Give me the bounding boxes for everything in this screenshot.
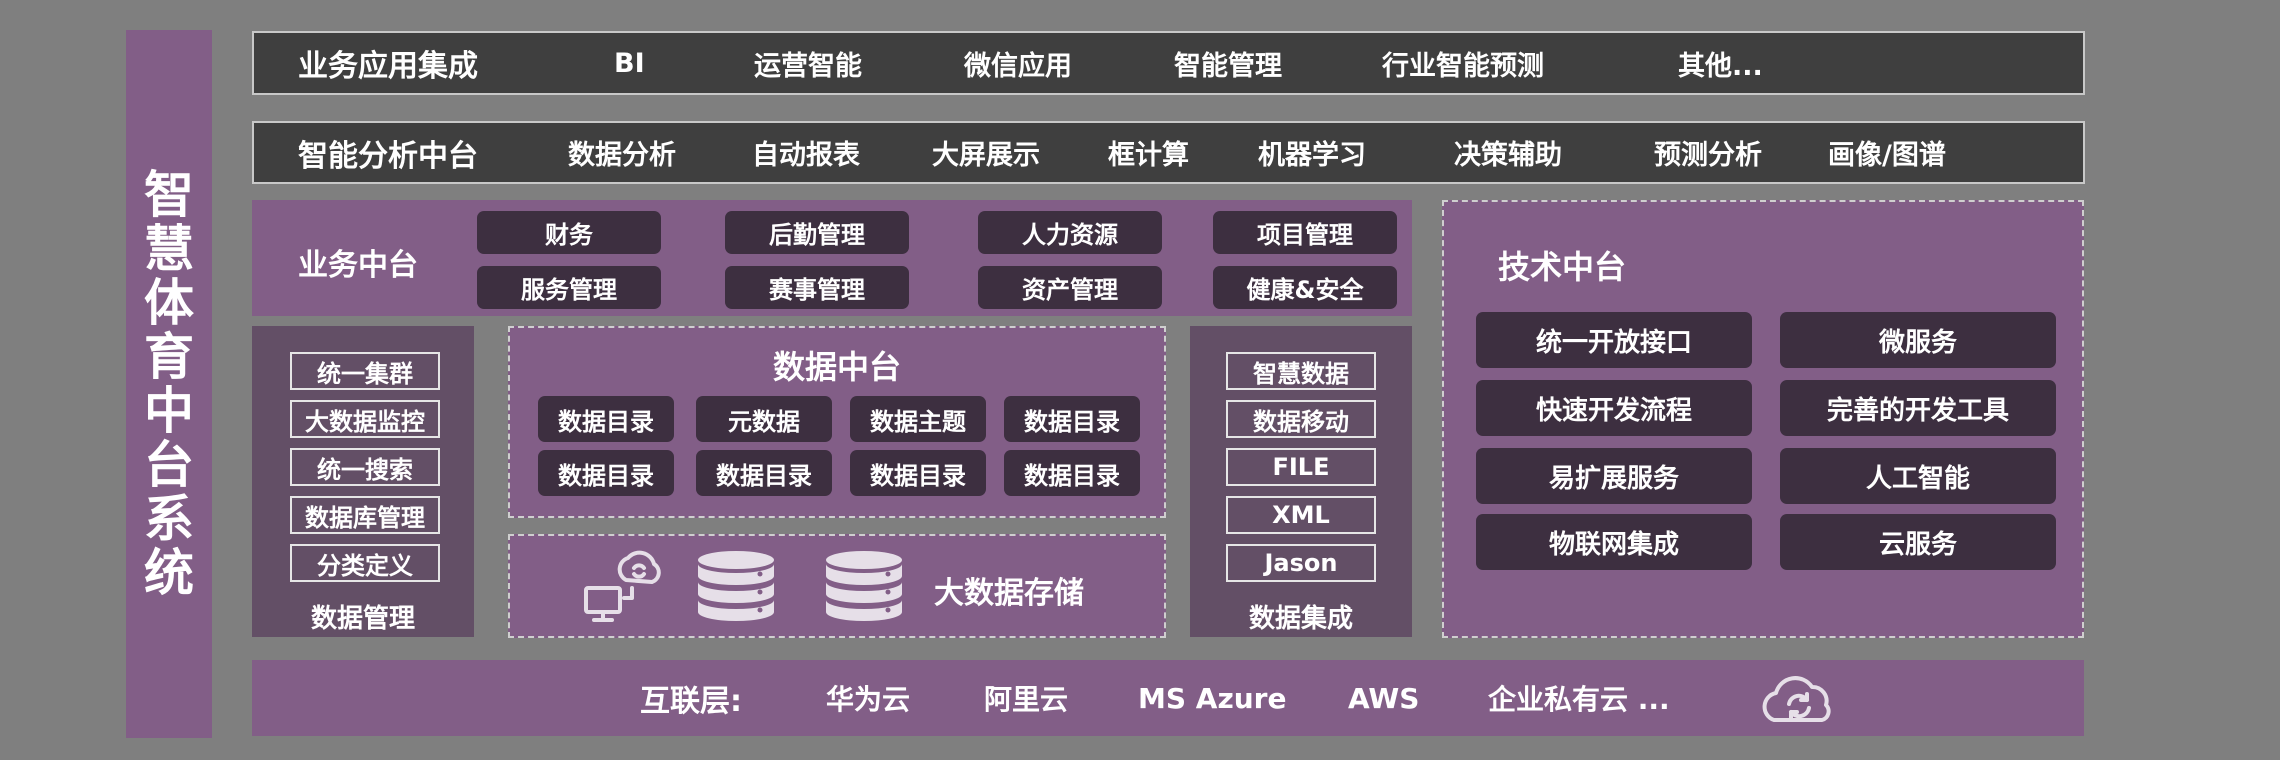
database-icon: [826, 551, 902, 621]
business-item: 后勤管理: [725, 211, 909, 254]
business-item: 人力资源: [978, 211, 1162, 254]
analysis-row-title: 智能分析中台: [298, 138, 478, 174]
database-icon: [698, 551, 774, 621]
analysis-row: 智能分析中台 数据分析 自动报表 大屏展示 框计算 机器学习 决策辅助 预测分析…: [252, 121, 2085, 184]
app-row-item: 微信应用: [964, 50, 1072, 82]
system-title-char: 统: [144, 544, 194, 602]
system-title: 智 慧 体 育 中 台 系 统: [126, 30, 212, 738]
internet-layer-title: 互联层:: [640, 684, 742, 719]
app-row-item: 其他...: [1678, 50, 1763, 82]
app-row-item: 智能管理: [1174, 50, 1282, 82]
business-item: 财务: [477, 211, 661, 254]
system-title-char: 体: [144, 274, 194, 332]
business-center: 业务中台 财务 后勤管理 人力资源 项目管理 服务管理 赛事管理 资产管理 健康…: [252, 200, 1412, 316]
data-center-item: 数据目录: [538, 450, 674, 496]
business-item: 资产管理: [978, 266, 1162, 309]
tech-center-title: 技术中台: [1498, 248, 1627, 286]
business-item: 健康&安全: [1213, 266, 1397, 309]
storage-label: 大数据存储: [934, 576, 1084, 611]
system-title-char: 育: [144, 328, 194, 386]
data-center-item: 数据目录: [1004, 396, 1140, 442]
analysis-row-item: 大屏展示: [932, 140, 1040, 171]
data-integration-item: Jason: [1226, 544, 1376, 582]
data-center-item: 数据目录: [850, 450, 986, 496]
data-center-item: 数据目录: [696, 450, 832, 496]
data-center-title: 数据中台: [772, 348, 901, 386]
business-item: 服务管理: [477, 266, 661, 309]
data-center-item: 元数据: [696, 396, 832, 442]
data-center-item: 数据目录: [1004, 450, 1140, 496]
system-title-char: 慧: [144, 220, 194, 278]
data-mgmt-item: 数据库管理: [290, 496, 440, 534]
data-integration-item: 智慧数据: [1226, 352, 1376, 390]
cloud-provider: AWS: [1348, 681, 1420, 715]
internet-layer: 互联层: 华为云 阿里云 MS Azure AWS 企业私有云 ...: [252, 660, 2084, 736]
data-mgmt-item: 分类定义: [290, 544, 440, 582]
tech-item: 人工智能: [1780, 448, 2056, 504]
data-integration-item: FILE: [1226, 448, 1376, 486]
system-title-char: 系: [144, 490, 194, 548]
data-integration-item: 数据移动: [1226, 400, 1376, 438]
analysis-row-item: 框计算: [1108, 140, 1189, 171]
analysis-row-item: 机器学习: [1258, 140, 1366, 171]
data-mgmt-item: 大数据监控: [290, 400, 440, 438]
analysis-row-item: 数据分析: [568, 140, 676, 171]
system-title-char: 台: [144, 436, 194, 494]
app-row-item: 行业智能预测: [1382, 50, 1544, 82]
tech-item: 物联网集成: [1476, 514, 1752, 570]
data-center: 数据中台 数据目录 元数据 数据主题 数据目录 数据目录 数据目录 数据目录 数…: [508, 326, 1166, 518]
app-row-title: 业务应用集成: [298, 49, 478, 84]
data-mgmt-item: 统一集群: [290, 352, 440, 390]
tech-item: 微服务: [1780, 312, 2056, 368]
analysis-row-item: 画像/图谱: [1828, 140, 1946, 171]
cloud-provider: 企业私有云 ...: [1488, 683, 1670, 716]
data-integration-item: XML: [1226, 496, 1376, 534]
data-integration: 智慧数据 数据移动 FILE XML Jason 数据集成: [1190, 326, 1412, 637]
business-item: 项目管理: [1213, 211, 1397, 254]
cloud-provider: 阿里云: [984, 683, 1069, 716]
business-item: 赛事管理: [725, 266, 909, 309]
tech-item: 快速开发流程: [1476, 380, 1752, 436]
cloud-provider: 华为云: [826, 683, 911, 716]
data-center-item: 数据主题: [850, 396, 986, 442]
tech-item: 易扩展服务: [1476, 448, 1752, 504]
analysis-row-item: 自动报表: [752, 140, 860, 171]
analysis-row-item: 预测分析: [1654, 140, 1762, 171]
app-row-item: 运营智能: [754, 50, 862, 82]
big-data-storage: 大数据存储: [508, 534, 1166, 638]
tech-center: 技术中台 统一开放接口 微服务 快速开发流程 完善的开发工具 易扩展服务 人工智…: [1442, 200, 2084, 638]
app-integration-row: 业务应用集成 BI 运营智能 微信应用 智能管理 行业智能预测 其他...: [252, 31, 2085, 95]
data-center-item: 数据目录: [538, 396, 674, 442]
computer-cloud-icon: [584, 550, 661, 622]
data-integration-label: 数据集成: [1248, 604, 1353, 634]
data-mgmt-item: 统一搜索: [290, 448, 440, 486]
tech-item: 完善的开发工具: [1780, 380, 2056, 436]
data-management: 统一集群 大数据监控 统一搜索 数据库管理 分类定义 数据管理: [252, 326, 474, 637]
cloud-provider: MS Azure: [1138, 681, 1287, 715]
system-title-char: 智: [144, 166, 194, 224]
analysis-row-item: 决策辅助: [1454, 140, 1562, 171]
business-center-title: 业务中台: [298, 248, 418, 283]
system-title-char: 中: [144, 382, 194, 440]
tech-item: 统一开放接口: [1476, 312, 1752, 368]
tech-item: 云服务: [1780, 514, 2056, 570]
cloud-sync-icon: [1762, 676, 1831, 722]
app-row-item: BI: [614, 47, 645, 79]
data-mgmt-label: 数据管理: [310, 604, 415, 634]
